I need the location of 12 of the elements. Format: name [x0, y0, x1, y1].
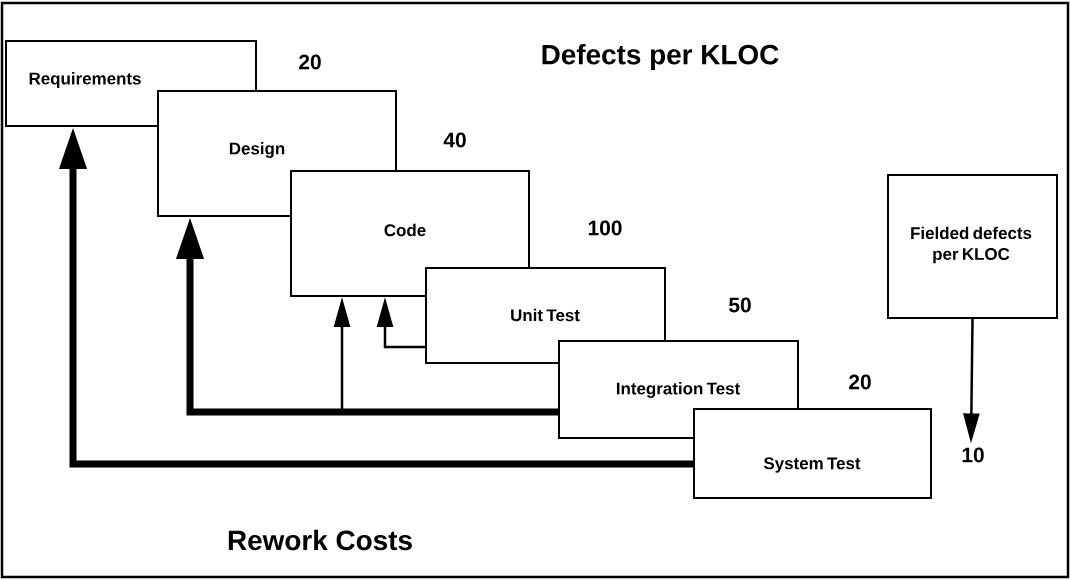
process-box: System Test [693, 408, 932, 499]
defect-count: 40 [443, 132, 466, 148]
defect-count: 100 [588, 220, 622, 236]
process-box: Unit Test [425, 267, 666, 364]
defect-count: 10 [962, 447, 984, 463]
process-box: Code [290, 170, 530, 297]
defect-count: 50 [729, 297, 751, 313]
defect-count: 20 [849, 374, 871, 390]
defect-count: 20 [299, 54, 321, 70]
title: Defects per KLOC [542, 44, 779, 70]
process-box: Fielded defects per KLOC [887, 174, 1058, 319]
axis-caption: Rework Costs [228, 529, 412, 551]
